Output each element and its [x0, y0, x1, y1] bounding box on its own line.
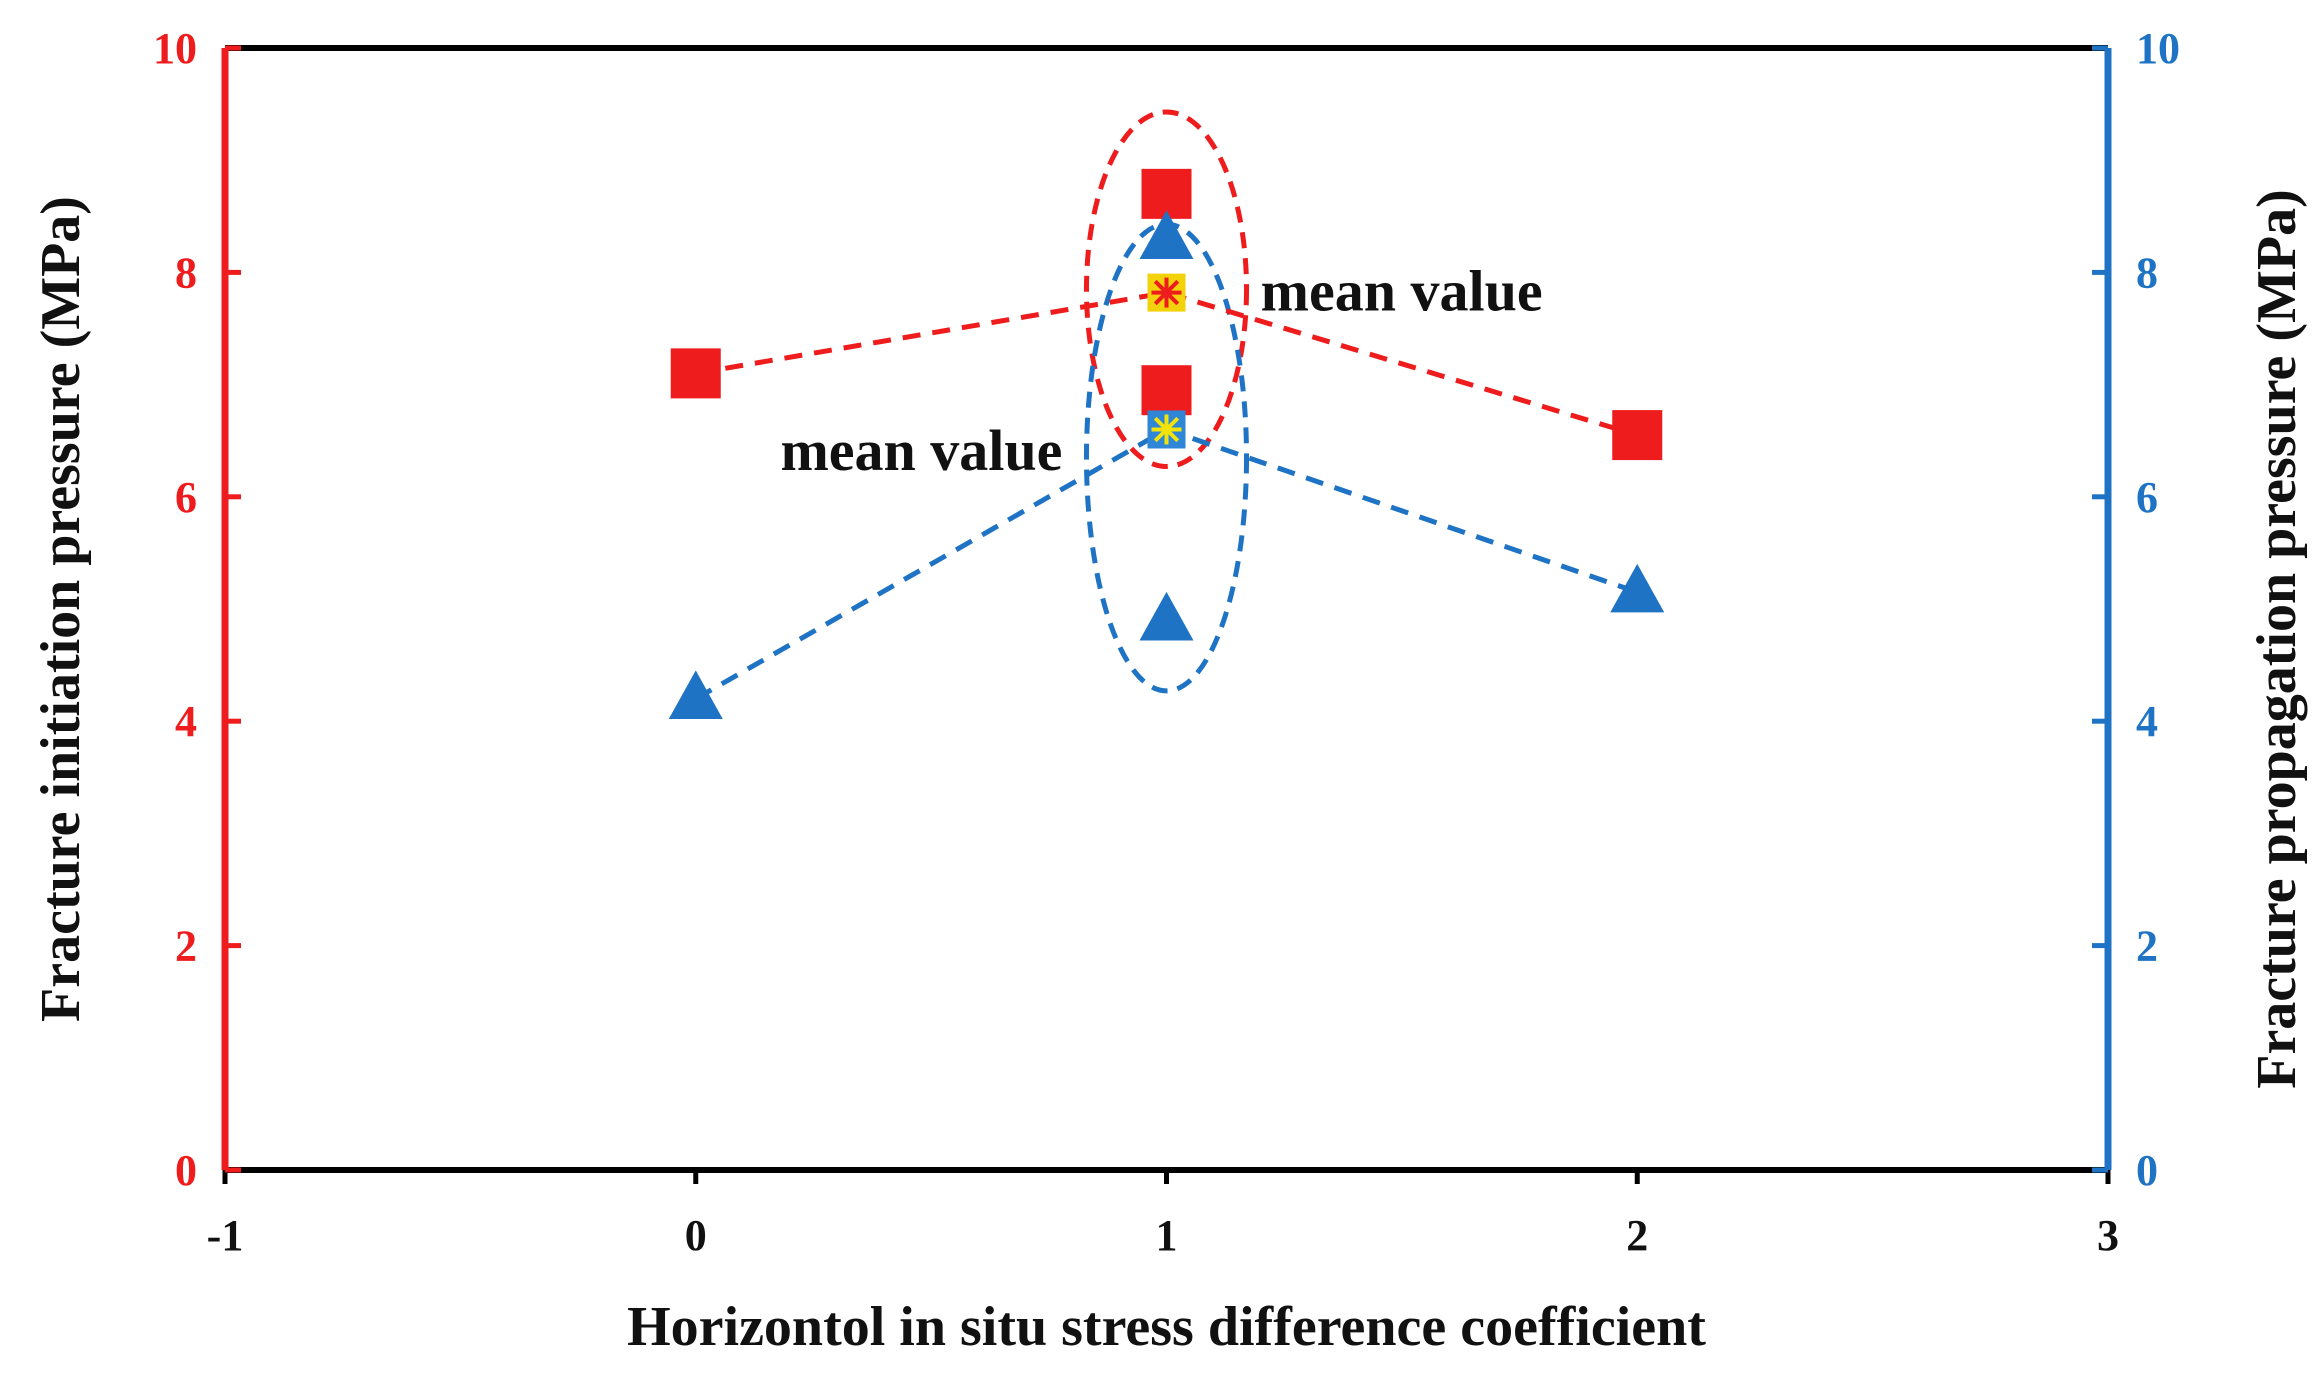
right-y-tick-label: 6 — [2136, 473, 2158, 522]
initiation-group-ellipse — [1083, 109, 1250, 470]
right-y-tick-label: 10 — [2136, 24, 2180, 73]
initiation-mean-line — [695, 290, 1638, 438]
left-y-tick-label: 4 — [175, 697, 197, 746]
x-tick-label: -1 — [207, 1211, 244, 1260]
left-y-tick-label: 8 — [175, 248, 197, 297]
left-y-tick-label: 6 — [175, 473, 197, 522]
left-y-tick-label: 0 — [175, 1146, 197, 1195]
right-y-axis-title: Fracture propagation pressure (MPa) — [2246, 189, 2308, 1089]
initiation-pressure-point — [1612, 410, 1663, 461]
propagation-mean-marker-star — [1153, 416, 1180, 443]
left-y-tick-label: 2 — [175, 922, 197, 971]
x-tick-label: 3 — [2097, 1211, 2119, 1260]
right-y-tick-label: 0 — [2136, 1146, 2158, 1195]
right-y-tick-label: 8 — [2136, 248, 2158, 297]
initiation-mean-marker-star — [1153, 279, 1180, 306]
left-y-tick-label: 10 — [153, 24, 197, 73]
right-y-tick-label: 4 — [2136, 697, 2158, 746]
initiation-pressure-point — [1141, 365, 1192, 416]
x-tick-label: 1 — [1156, 1211, 1178, 1260]
mean-value-annotation: mean value — [1261, 259, 1543, 324]
propagation-pressure-point — [1139, 591, 1194, 641]
left-y-axis-title: Fracture initiation pressure (MPa) — [30, 196, 92, 1022]
propagation-pressure-point — [1139, 210, 1194, 259]
propagation-pressure-point — [668, 670, 723, 720]
right-y-tick-label: 2 — [2136, 922, 2158, 971]
initiation-pressure-point — [670, 348, 721, 399]
x-axis-title: Horizontol in situ stress difference coe… — [627, 1296, 1706, 1358]
mean-value-annotation: mean value — [780, 418, 1062, 483]
x-tick-label: 2 — [1626, 1211, 1648, 1260]
x-tick-label: 0 — [685, 1211, 707, 1260]
propagation-pressure-point — [1610, 563, 1665, 613]
